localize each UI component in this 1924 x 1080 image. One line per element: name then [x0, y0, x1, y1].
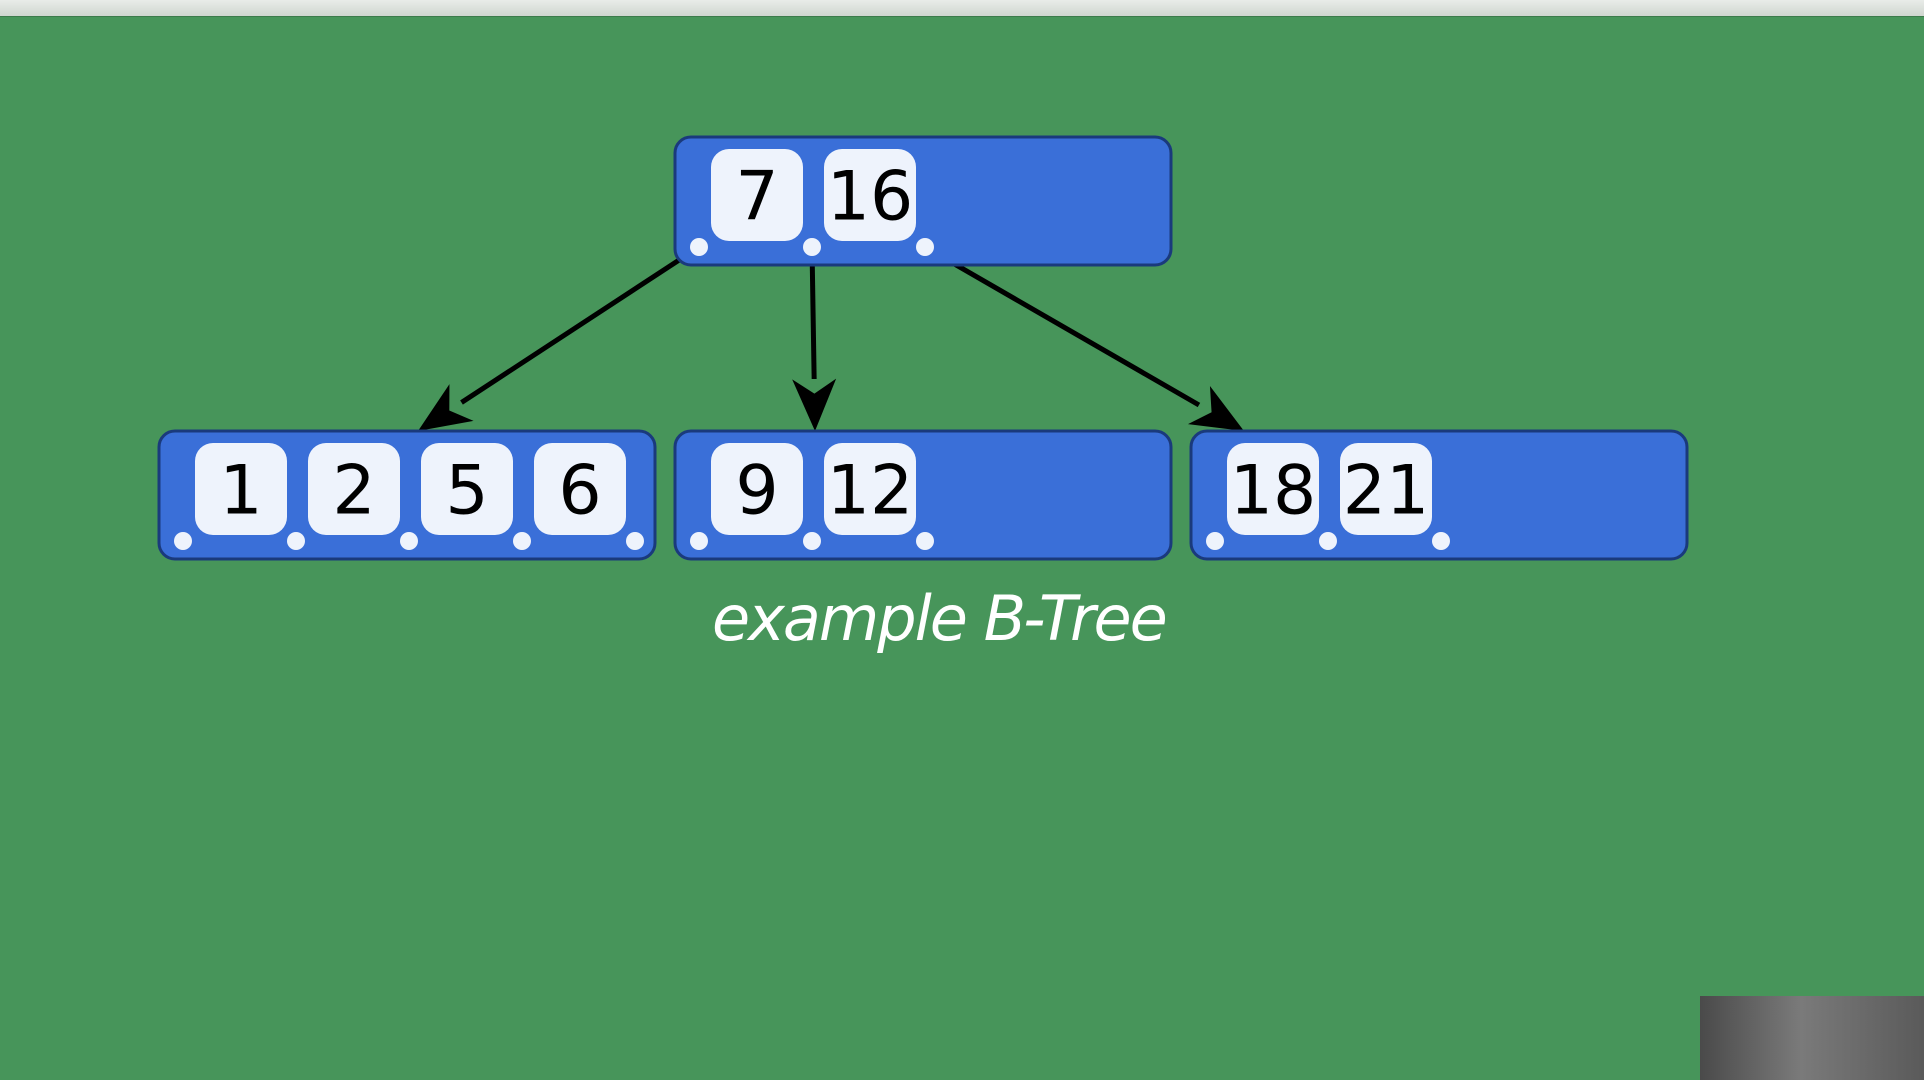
key-label: 9: [735, 452, 778, 531]
arrow-head: [418, 384, 474, 431]
key-box: [195, 443, 287, 535]
key-box: [824, 443, 916, 535]
pointer-dot: [690, 532, 708, 550]
key-label: 16: [827, 158, 914, 237]
key-box: [711, 443, 803, 535]
edge-line: [923, 244, 1201, 408]
webcam-overlay: [1700, 996, 1924, 1080]
key-label: 5: [445, 452, 488, 531]
key-label: 7: [735, 158, 778, 237]
key-box: [308, 443, 400, 535]
arrow-head: [1187, 385, 1244, 431]
key-label: 18: [1230, 452, 1317, 531]
pointer-dot: [174, 532, 192, 550]
root-node: 7 16: [673, 135, 1173, 267]
key-label: 1: [219, 452, 262, 531]
key-label: 21: [1343, 452, 1430, 531]
edge-line: [809, 246, 817, 380]
diagram-caption: example B-Tree: [712, 582, 1168, 655]
key-box: [824, 149, 916, 241]
pointer-dot: [626, 532, 644, 550]
key-box: [711, 149, 803, 241]
pointer-dot: [690, 238, 708, 256]
child-node-1: 9 12: [673, 429, 1173, 561]
pointer-dot: [803, 238, 821, 256]
key-box: [1340, 443, 1432, 535]
pointer-dot: [1432, 532, 1450, 550]
pointer-dot: [916, 532, 934, 550]
key-box: [421, 443, 513, 535]
pointer-dot: [400, 532, 418, 550]
pointer-dot: [1206, 532, 1224, 550]
pointer-dot: [803, 532, 821, 550]
pointer-dot: [287, 532, 305, 550]
key-box: [534, 443, 626, 535]
pointer-dot: [513, 532, 531, 550]
arrow-head: [792, 378, 837, 431]
key-label: 2: [332, 452, 375, 531]
key-label: 6: [558, 452, 601, 531]
key-box: [1227, 443, 1319, 535]
pointer-dot: [1319, 532, 1337, 550]
key-label: 12: [827, 452, 914, 531]
edge-layer: [418, 244, 1244, 431]
edge-line: [460, 244, 701, 405]
browser-toolbar-strip: [0, 0, 1924, 17]
pointer-dot: [916, 238, 934, 256]
